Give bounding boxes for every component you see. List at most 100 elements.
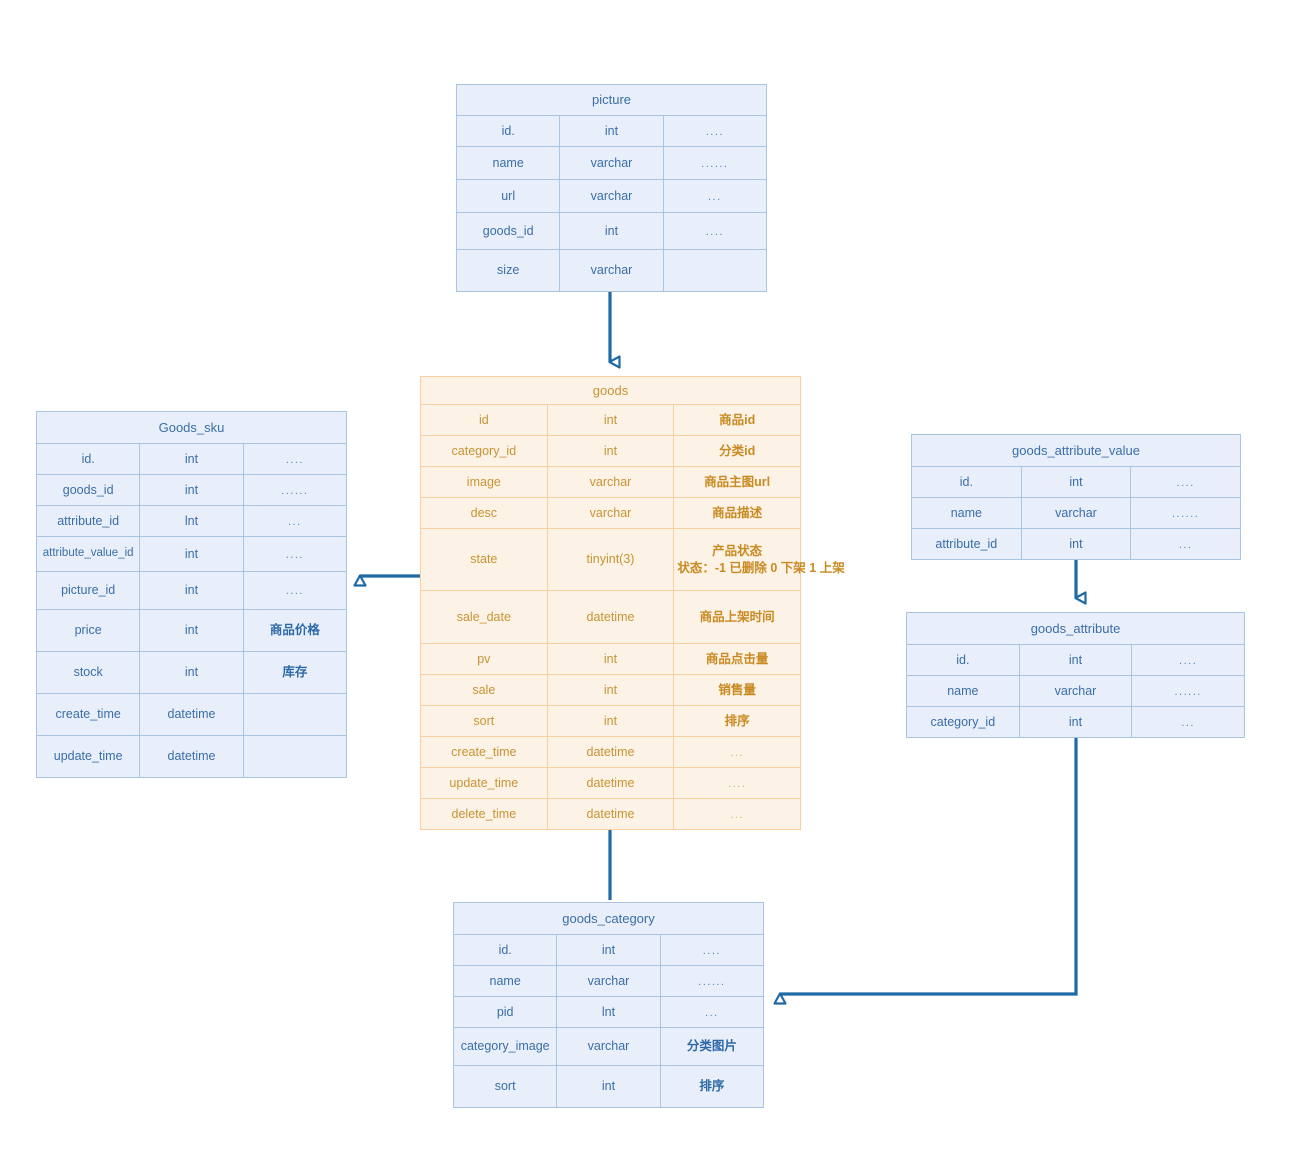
entity-goods-attribute-value[interactable]: goods_attribute_value id. int .... name … <box>911 434 1241 560</box>
field-note: 排序 <box>659 1065 765 1108</box>
entity-title: goods <box>420 376 801 405</box>
table-row: picture_id int .... <box>35 571 348 610</box>
field-type: int <box>139 651 244 694</box>
field-note: .... <box>659 934 765 966</box>
entity-title: goods_category <box>453 902 764 935</box>
field-type: int <box>139 536 244 572</box>
field-name: attribute_value_id <box>35 536 141 572</box>
ellipsis-dots: ... <box>1178 538 1193 551</box>
ellipsis-dots: ...... <box>698 975 726 988</box>
field-name: image <box>420 466 548 498</box>
field-type: int <box>139 609 244 652</box>
table-row: desc varchar 商品描述 <box>420 497 801 529</box>
field-note: ... <box>659 996 765 1028</box>
entity-title-row: goods_attribute <box>906 612 1245 645</box>
entity-title-row: goods_category <box>453 902 764 935</box>
table-row: sort int 排序 <box>420 705 801 737</box>
field-name: state <box>420 528 548 591</box>
field-note: 商品id <box>673 404 801 436</box>
field-note: ... <box>673 736 801 768</box>
table-row: name varchar ...... <box>455 146 768 180</box>
ellipsis-dots: .... <box>728 777 747 790</box>
table-row: category_id int ... <box>906 706 1245 738</box>
ellipsis-dots: ... <box>1181 716 1195 729</box>
entity-goods[interactable]: goods id int 商品id category_id int 分类id i… <box>420 376 845 830</box>
field-name: id <box>420 404 548 436</box>
table-row: state tinyint(3) 产品状态状态：-1 已删除 0 下架 1 上架 <box>420 528 845 591</box>
field-type: int <box>139 571 244 610</box>
field-note: .... <box>1130 466 1241 498</box>
table-row: size varchar <box>455 249 768 292</box>
field-name: sort <box>452 1065 558 1108</box>
entity-title: goods_attribute <box>906 612 1245 645</box>
field-type: lnt <box>139 505 244 537</box>
ellipsis-dots: ... <box>707 190 722 203</box>
field-type: int <box>139 474 244 506</box>
field-type: int <box>546 643 675 675</box>
field-type: varchar <box>559 146 664 180</box>
field-note: .... <box>662 212 768 250</box>
table-row: pv int 商品点击量 <box>420 643 801 675</box>
field-note: ... <box>1130 528 1241 560</box>
table-row: attribute_id int ... <box>911 528 1241 560</box>
field-type: tinyint(3) <box>546 528 675 591</box>
ellipsis-dots: ... <box>730 808 744 821</box>
field-type: varchar <box>559 249 664 292</box>
field-note: .... <box>662 115 768 147</box>
field-name: goods_id <box>35 474 141 506</box>
table-row: delete_time datetime ... <box>420 798 801 830</box>
field-name: size <box>455 249 561 292</box>
table-row: name varchar ...... <box>911 497 1241 529</box>
field-name: sale <box>420 674 548 706</box>
field-note <box>242 735 348 778</box>
ellipsis-dots: .... <box>1176 476 1195 489</box>
field-note: 分类图片 <box>659 1027 765 1066</box>
ellipsis-dots: ...... <box>1171 507 1200 520</box>
field-type: varchar <box>1018 675 1133 707</box>
table-row: pid lnt ... <box>452 996 765 1028</box>
field-type: int <box>559 212 664 250</box>
field-name: name <box>452 965 558 997</box>
entity-goods-sku[interactable]: Goods_sku id. int .... goods_id int ....… <box>35 411 348 778</box>
field-note: ...... <box>1131 675 1245 707</box>
field-note: 商品价格 <box>242 609 348 652</box>
field-name: create_time <box>35 693 141 736</box>
field-note: ...... <box>1130 497 1241 529</box>
field-name: sale_date <box>420 590 548 644</box>
field-name: stock <box>35 651 141 694</box>
table-row: update_time datetime .... <box>420 767 801 799</box>
field-type: datetime <box>546 736 675 768</box>
field-type: int <box>546 404 675 436</box>
field-type: datetime <box>546 798 675 830</box>
table-row: id. int .... <box>35 443 348 475</box>
field-name: picture_id <box>35 571 141 610</box>
entity-picture[interactable]: picture id. int .... name varchar ......… <box>455 84 768 292</box>
field-type: datetime <box>546 767 675 799</box>
table-row: goods_id int .... <box>455 212 768 250</box>
field-type: int <box>1018 644 1133 676</box>
ellipsis-dots: ...... <box>701 157 729 170</box>
entity-goods-category[interactable]: goods_category id. int .... name varchar… <box>452 902 765 1108</box>
field-name: delete_time <box>420 798 548 830</box>
entity-title: picture <box>456 84 767 116</box>
field-name: price <box>35 609 141 652</box>
field-name: update_time <box>35 735 141 778</box>
entity-goods-attribute[interactable]: goods_attribute id. int .... name varcha… <box>906 612 1245 738</box>
ellipsis-dots: .... <box>705 225 724 238</box>
field-type: int <box>1018 706 1133 738</box>
field-type: int <box>546 435 675 467</box>
field-name: id. <box>455 115 561 147</box>
table-row: price int 商品价格 <box>35 609 348 652</box>
field-type: int <box>556 934 661 966</box>
connector-attribute-to-goods-category <box>773 720 1078 1005</box>
field-name: id. <box>35 443 141 475</box>
table-row: id. int .... <box>452 934 765 966</box>
entity-title-row: picture <box>456 84 767 116</box>
ellipsis-dots: ...... <box>1174 685 1202 698</box>
table-row: id. int .... <box>911 466 1241 498</box>
field-type: varchar <box>556 965 661 997</box>
field-name: update_time <box>420 767 548 799</box>
table-row: category_image varchar 分类图片 <box>452 1027 765 1066</box>
field-name: id. <box>911 466 1022 498</box>
